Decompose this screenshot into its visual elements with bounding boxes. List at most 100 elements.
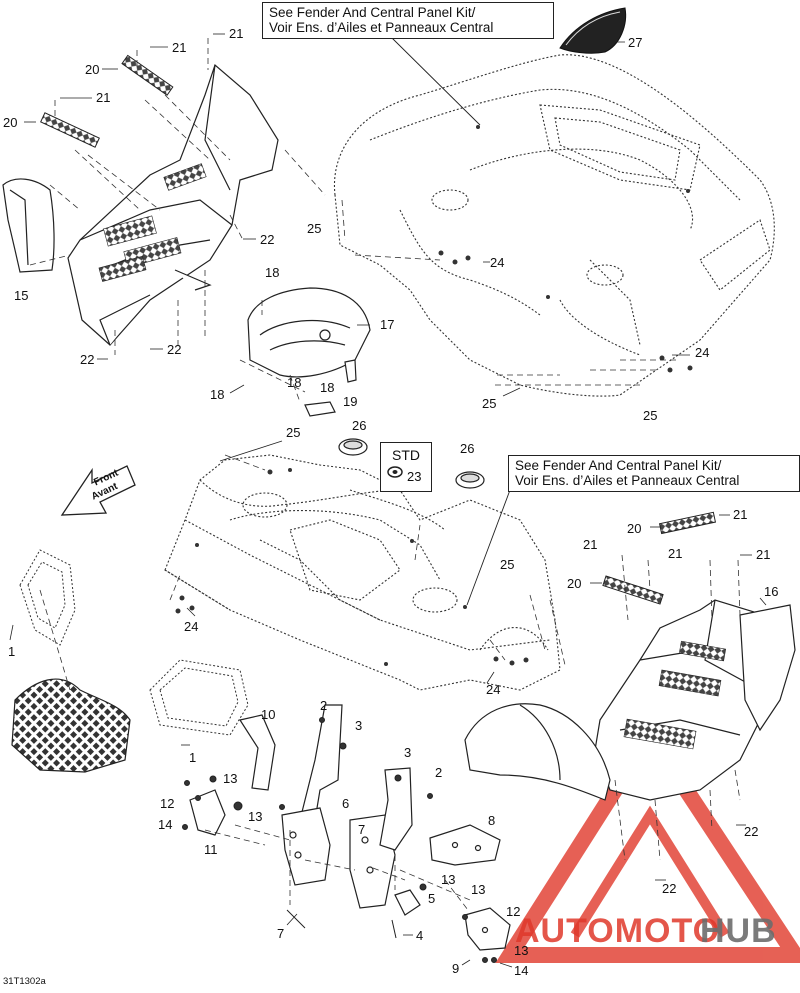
- std-box: STD 23: [380, 442, 432, 492]
- leader-lines: [9, 33, 767, 968]
- fender-kit-callout-top: See Fender And Central Panel Kit/ Voir E…: [262, 2, 554, 39]
- front-bolts: [182, 717, 497, 963]
- front-body-mounts: [175, 468, 529, 666]
- part-label: 16: [764, 584, 778, 599]
- part-label: 21: [96, 90, 110, 105]
- part-label: 21: [756, 547, 770, 562]
- part-label: 14: [158, 817, 172, 832]
- std-label: STD: [392, 447, 420, 463]
- part-label: 24: [695, 345, 709, 360]
- part-label: 19: [343, 394, 357, 409]
- part-label: 21: [668, 546, 682, 561]
- part-label: 18: [287, 375, 301, 390]
- watermark-logo: [495, 720, 800, 963]
- dashed-alignment-lines: [29, 38, 741, 911]
- part-label: 26: [460, 441, 474, 456]
- part-label: 1: [8, 644, 15, 659]
- callout-top-line2: Voir Ens. d’Ailes et Panneaux Central: [269, 20, 494, 35]
- left-footwell: [67, 63, 279, 346]
- part-label: 25: [500, 557, 514, 572]
- part-label: 13: [223, 771, 237, 786]
- part-label: 8: [488, 813, 495, 828]
- callout-top-line1: See Fender And Central Panel Kit/: [269, 5, 476, 20]
- watermark-text-hub: HUB: [700, 912, 777, 950]
- grille-frame-1: [19, 549, 249, 736]
- part-label: 25: [286, 425, 300, 440]
- right-footwell: [594, 599, 781, 801]
- part-label: 21: [733, 507, 747, 522]
- part-label: 20: [85, 62, 99, 77]
- part-label: 13: [248, 809, 262, 824]
- watermark-text-auto: AUTOMOTO: [515, 912, 721, 950]
- part-label: 21: [583, 537, 597, 552]
- part-label: 12: [160, 796, 174, 811]
- part-label: 25: [643, 408, 657, 423]
- part-label: 22: [744, 824, 758, 839]
- leader-solid-to-callout: [391, 37, 511, 606]
- mud-flap-16: [739, 604, 796, 732]
- callout-middle-line2: Voir Ens. d’Ailes et Panneaux Central: [515, 473, 740, 488]
- part-label: 22: [167, 342, 181, 357]
- part-label: 1: [189, 750, 196, 765]
- part-label: 3: [404, 745, 411, 760]
- part-label: 13: [514, 943, 528, 958]
- left-footwell-tread: [98, 163, 207, 282]
- part-label: 24: [490, 255, 504, 270]
- washer-icon: [387, 466, 403, 478]
- clip-19: [304, 359, 357, 417]
- rear-body-panel: [333, 54, 775, 397]
- rear-body-mounts: [438, 125, 693, 373]
- footrest-plates-top-left: [40, 54, 174, 148]
- part-label: 22: [260, 232, 274, 247]
- seat-pad-27: [559, 7, 627, 54]
- part-label: 13: [471, 882, 485, 897]
- part-label: 20: [627, 521, 641, 536]
- part-label: 20: [3, 115, 17, 130]
- mud-flap-15: [2, 178, 55, 273]
- part-label: 2: [320, 698, 327, 713]
- part-label: 7: [358, 822, 365, 837]
- part-label: 2: [435, 765, 442, 780]
- part-label: 26: [352, 418, 366, 433]
- std-part-number: 23: [407, 469, 422, 484]
- footrest-plates-bottom-right: [602, 511, 717, 605]
- part-label: 10: [261, 707, 275, 722]
- part-label: 14: [514, 963, 528, 978]
- part-label: 7: [277, 926, 284, 941]
- part-number-labels: 27 21 21 20 21 20 25 22 15 24 18 17 22 2…: [3, 26, 778, 978]
- right-footwell-tread: [623, 640, 727, 750]
- part-label: 27: [628, 35, 642, 50]
- heat-shield-17: [247, 287, 371, 378]
- part-label: 13: [441, 872, 455, 887]
- part-label: 18: [265, 265, 279, 280]
- inner-fender-liner: [464, 703, 611, 801]
- part-label: 3: [355, 718, 362, 733]
- front-direction-arrow: Front Avant: [60, 465, 136, 516]
- part-label: 11: [204, 842, 218, 857]
- part-label: 21: [229, 26, 243, 41]
- part-label: 17: [380, 317, 394, 332]
- part-label: 24: [184, 619, 198, 634]
- part-label: 25: [482, 396, 496, 411]
- part-label: 21: [172, 40, 186, 55]
- part-label: 22: [662, 881, 676, 896]
- part-label: 18: [320, 380, 334, 395]
- diagram-code: 31T1302a: [3, 976, 46, 987]
- part-label: 25: [307, 221, 321, 236]
- part-label: 9: [452, 961, 459, 976]
- part-label: 4: [416, 928, 423, 943]
- fender-kit-callout-middle: See Fender And Central Panel Kit/ Voir E…: [508, 455, 800, 492]
- part-label: 24: [486, 682, 500, 697]
- callout-middle-line1: See Fender And Central Panel Kit/: [515, 458, 722, 473]
- front-grille: [11, 678, 131, 773]
- front-body-panel: [164, 454, 561, 691]
- part-label: 15: [14, 288, 28, 303]
- part-label: 5: [428, 891, 435, 906]
- part-label: 20: [567, 576, 581, 591]
- caps-26: [338, 438, 485, 489]
- front-brackets: [189, 704, 511, 951]
- part-label: 6: [342, 796, 349, 811]
- part-label: 22: [80, 352, 94, 367]
- part-label: 12: [506, 904, 520, 919]
